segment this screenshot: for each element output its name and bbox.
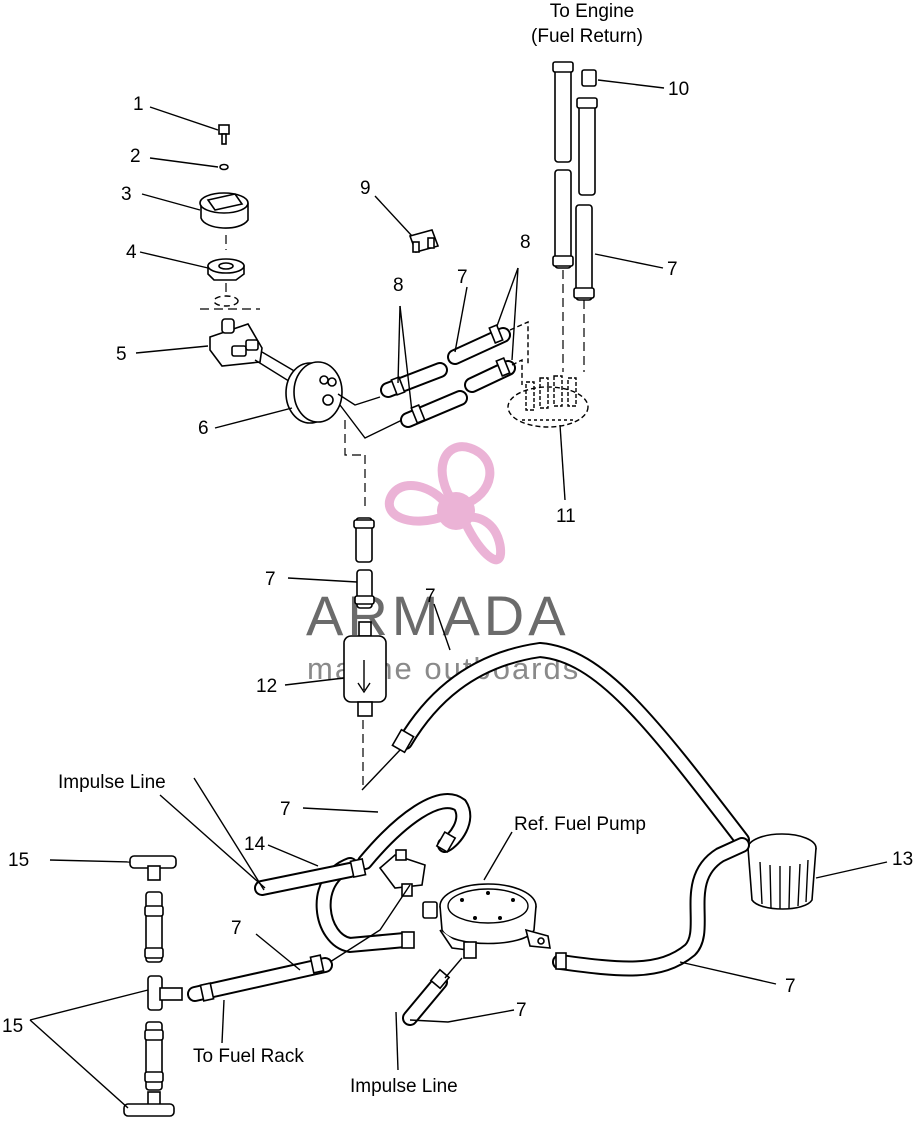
fuel-fitting-part-11 [507, 375, 589, 428]
hose-to-tank [361, 641, 750, 848]
callout-13: 13 [892, 849, 913, 870]
valve-disc-part-6 [285, 361, 343, 424]
nut-part-4 [207, 258, 245, 281]
tee-fitting-bottom [123, 1021, 175, 1117]
hose-short-a [380, 362, 448, 398]
callout-7-loop-hose: 7 [280, 799, 291, 820]
callout-7-short-hose: 7 [457, 267, 468, 288]
impulse-hose-bottom [402, 957, 463, 1026]
callout-14: 14 [244, 834, 266, 855]
hose-short-c [447, 324, 511, 365]
callout-1: 1 [133, 94, 144, 115]
callout-7-long-hose: 7 [425, 586, 436, 607]
callout-2: 2 [130, 146, 141, 167]
callout-7-vertical-hose: 7 [265, 569, 276, 590]
label-fuel-return: (Fuel Return) [531, 26, 643, 47]
impulse-hose-part-14 [254, 857, 367, 896]
screw-part-1 [218, 124, 230, 145]
callout-3: 3 [121, 184, 132, 205]
callout-8-left: 8 [393, 275, 404, 296]
callout-4: 4 [126, 242, 137, 263]
callout-7-tank-hose: 7 [785, 976, 796, 997]
callout-12: 12 [256, 676, 277, 697]
callout-8-right: 8 [520, 232, 531, 253]
return-hose-right [573, 69, 598, 372]
tee-fitting-top [129, 855, 177, 963]
callout-5: 5 [116, 344, 127, 365]
check-valve [378, 849, 426, 897]
callout-10: 10 [668, 79, 689, 100]
hose-pump-to-tank [552, 837, 750, 977]
hose-short-d [464, 357, 516, 393]
callout-7-impulse-hose: 7 [516, 1000, 527, 1021]
label-to-engine: To Engine [550, 1, 635, 22]
knob-part-3 [199, 192, 249, 229]
return-hose-left [552, 61, 574, 372]
fuel-tank-part-13 [747, 833, 817, 910]
callout-7-fuel-rack-hose: 7 [231, 918, 242, 939]
valve-body-part-5 [209, 318, 263, 367]
callout-6: 6 [198, 418, 209, 439]
leader-lines [29, 79, 888, 1109]
label-impulse-line-top: Impulse Line [58, 772, 166, 793]
label-ref-fuel-pump: Ref. Fuel Pump [514, 814, 646, 835]
callout-11: 11 [556, 506, 576, 527]
tee-fitting-middle [147, 975, 183, 1011]
callout-7-return-hose: 7 [667, 259, 678, 280]
hose-vertical-top [353, 517, 375, 609]
label-to-fuel-rack: To Fuel Rack [193, 1046, 304, 1067]
clip-part-9 [408, 229, 440, 253]
hose-to-fuel-rack [187, 884, 411, 1002]
callout-9: 9 [360, 178, 371, 199]
callout-15-bottom: 15 [2, 1016, 23, 1037]
fuel-filter-part-12 [343, 621, 387, 717]
fuel-pump [422, 883, 551, 959]
armada-propeller-logo [385, 442, 506, 564]
callout-15-top: 15 [8, 850, 29, 871]
label-impulse-line-bottom: Impulse Line [350, 1076, 458, 1097]
hose-short-b [400, 390, 468, 428]
washer-part-2 [219, 163, 229, 171]
